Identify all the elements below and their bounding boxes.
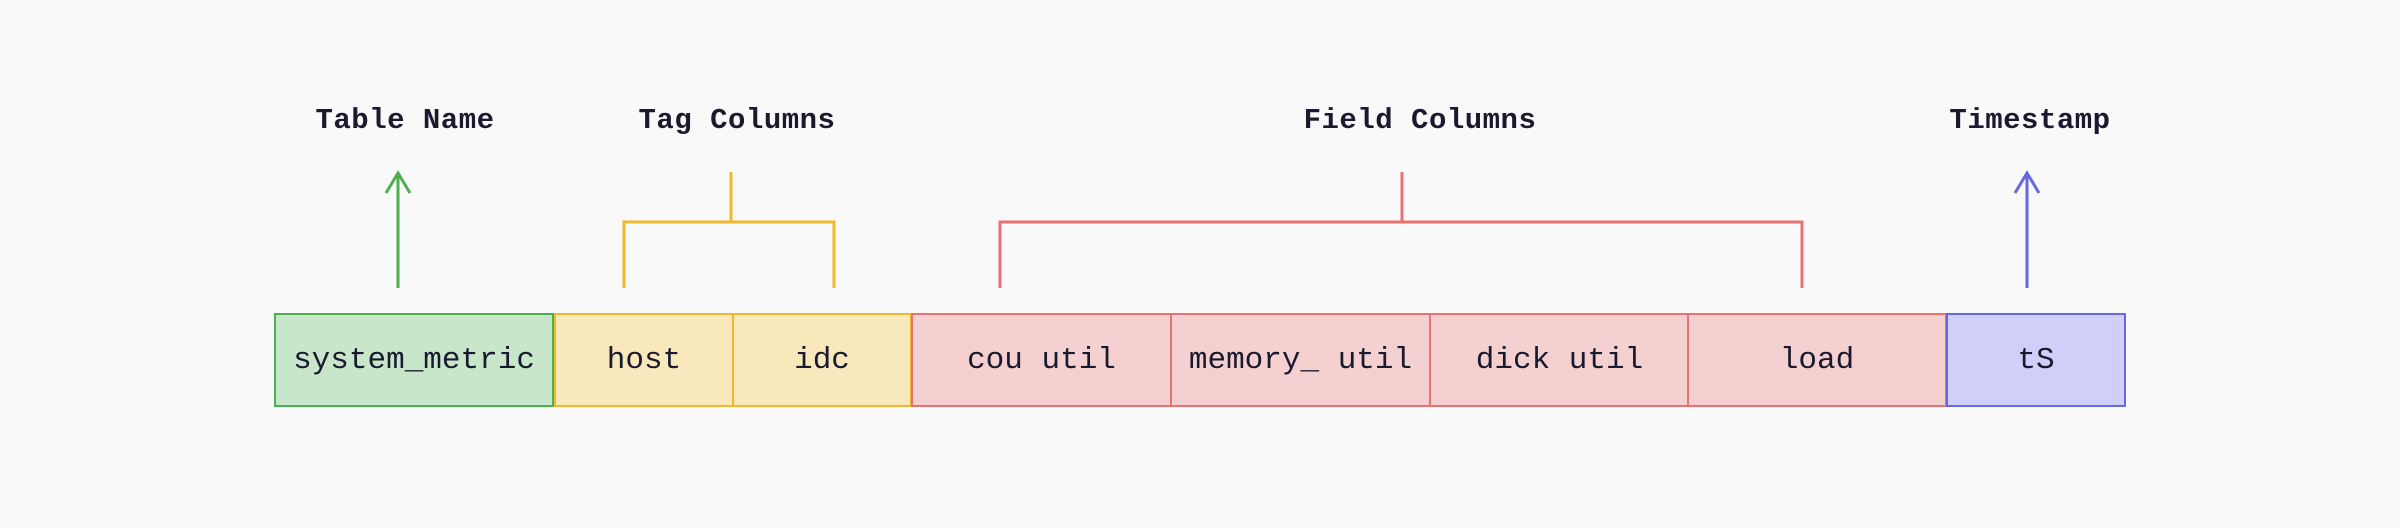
cell-table-name: system_metric <box>274 313 554 407</box>
tag-columns-bracket <box>622 172 836 288</box>
cell-field-dick-util: dick util <box>1429 313 1690 407</box>
label-table-name: Table Name <box>315 104 495 137</box>
label-tag-columns: Tag Columns <box>638 104 836 137</box>
cell-tag-host: host <box>554 313 734 407</box>
cell-field-cou-util: cou util <box>911 313 1172 407</box>
cell-tag-idc: idc <box>732 313 912 407</box>
label-timestamp: Timestamp <box>1949 104 2111 137</box>
cell-field-load: load <box>1687 313 1947 407</box>
cell-timestamp: tS <box>1946 313 2126 407</box>
label-field-columns: Field Columns <box>1303 104 1537 137</box>
timestamp-arrow <box>2013 170 2041 288</box>
table-name-arrow <box>384 170 412 288</box>
cell-field-memory-util: memory_ util <box>1170 313 1431 407</box>
field-columns-bracket <box>998 172 1804 288</box>
